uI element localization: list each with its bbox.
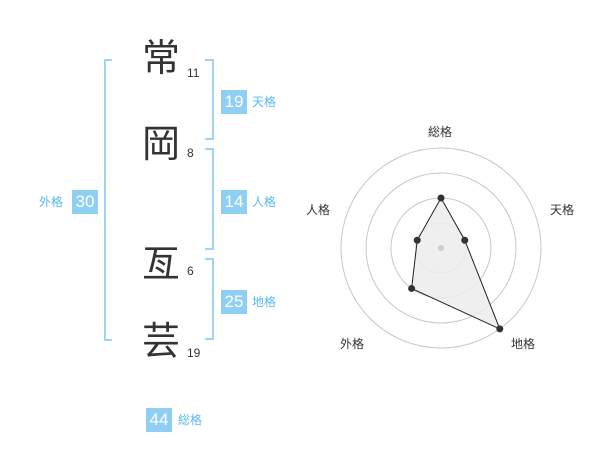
stroke-count-4: 19 xyxy=(187,346,201,360)
jinkaku-bracket xyxy=(205,148,214,250)
stroke-count-1: 11 xyxy=(187,66,200,80)
soukaku-value-badge: 44 xyxy=(146,408,172,432)
radar-point-外格 xyxy=(408,284,416,292)
radar-value-polygon xyxy=(411,196,501,330)
radar-ring-3 xyxy=(365,172,517,324)
radar-point-地格 xyxy=(496,325,504,333)
chikaku-value-badge: 25 xyxy=(221,290,247,314)
gaikaku-value-badge: 30 xyxy=(72,190,98,214)
radar-center-dot xyxy=(438,245,444,251)
tenkaku-value-badge: 19 xyxy=(221,90,247,114)
stroke-count-3: 6 xyxy=(187,264,194,278)
gaikaku-bracket xyxy=(104,59,112,341)
jinkaku-value-badge: 14 xyxy=(221,190,247,214)
radar-point-人格 xyxy=(413,236,421,244)
name-char-2: 岡 xyxy=(141,122,180,166)
radar-point-総格 xyxy=(437,194,445,202)
radar-chart xyxy=(340,147,542,349)
radar-axis-label-jinkaku: 人格 xyxy=(306,203,331,217)
chikaku-bracket xyxy=(205,258,214,340)
radar-ring-4 xyxy=(340,147,542,349)
soukaku-label: 総格 xyxy=(178,413,203,427)
chikaku-label: 地格 xyxy=(252,295,277,309)
name-char-4: 芸 xyxy=(141,319,180,363)
name-char-1: 常 xyxy=(141,36,180,80)
radar-axis-label-chikaku: 地格 xyxy=(511,337,536,351)
gaikaku-label: 外格 xyxy=(39,195,64,209)
tenkaku-bracket xyxy=(205,59,214,140)
stroke-count-2: 8 xyxy=(187,146,194,160)
radar-axis-label-soukaku: 総格 xyxy=(428,125,453,139)
name-char-3: 亙 xyxy=(141,242,180,286)
radar-axis-label-gaikaku: 外格 xyxy=(340,337,365,351)
tenkaku-label: 天格 xyxy=(252,95,277,109)
jinkaku-label: 人格 xyxy=(252,195,277,209)
radar-axis-label-tenkaku: 天格 xyxy=(550,203,575,217)
radar-point-天格 xyxy=(461,236,469,244)
